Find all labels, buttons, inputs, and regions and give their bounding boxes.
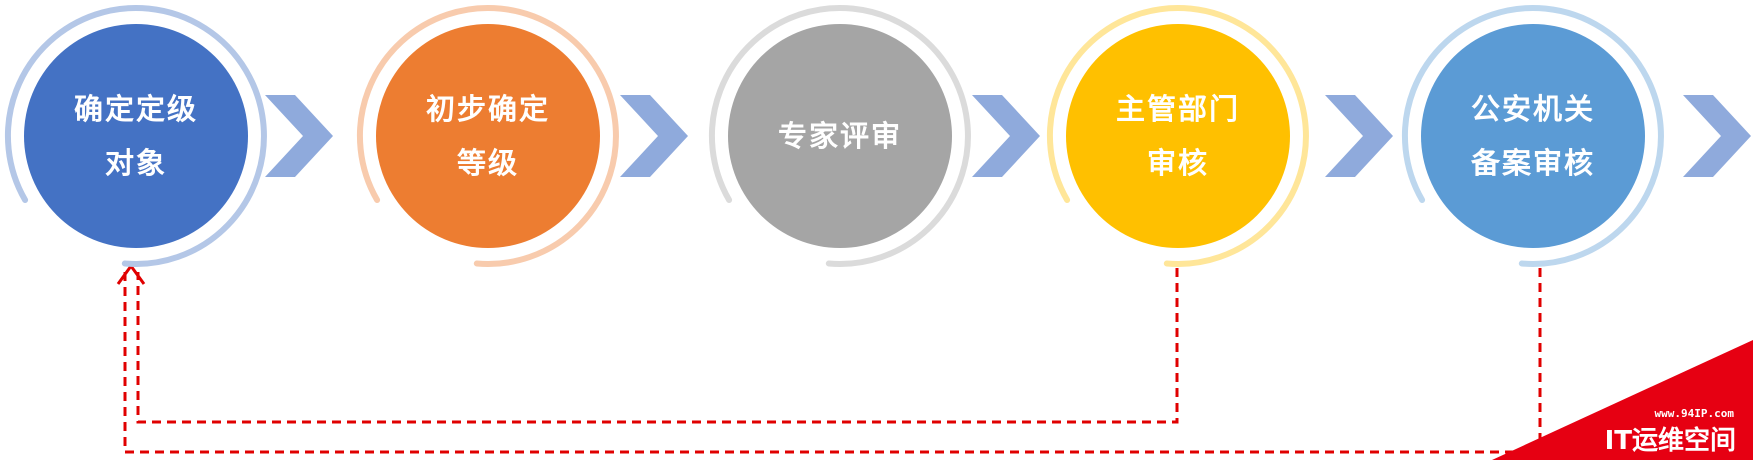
step-circle (728, 24, 952, 248)
chevron-arrows (265, 95, 1751, 177)
feedback-line-from-step-5 (123, 268, 1542, 454)
step-label-line-2: 对象 (105, 146, 167, 180)
step-ring (1046, 5, 1309, 267)
feedback-arrowhead-icon (116, 263, 146, 285)
step-ring (708, 5, 971, 267)
chevron-arrow-icon (620, 95, 688, 177)
process-step-3: 专家评审 (708, 5, 971, 267)
watermark-url: www.94IP.com (1655, 407, 1735, 420)
step-circle (376, 24, 600, 248)
feedback-line-from-step-4 (136, 268, 1179, 424)
step-label-line-1: 确定定级 (74, 92, 198, 126)
chevron-arrow-icon (1683, 95, 1751, 177)
step-circle (1421, 24, 1645, 248)
step-ring (356, 5, 619, 267)
watermark-name: IT运维空间 (1605, 425, 1736, 456)
step-label-line-1: 主管部门 (1116, 92, 1240, 126)
step-label-line-2: 审核 (1147, 146, 1209, 180)
chevron-arrow-icon (972, 95, 1040, 177)
step-label-line-1: 专家评审 (778, 119, 902, 153)
step-label-line-2: 备案审核 (1470, 146, 1595, 180)
step-label-line-2: 等级 (457, 146, 519, 180)
step-circle (1066, 24, 1290, 248)
step-label-line-1: 初步确定 (426, 92, 550, 126)
step-circle (24, 24, 248, 248)
step-ring (1401, 5, 1664, 267)
step-label-line-1: 公安机关 (1471, 92, 1595, 126)
watermark-corner-badge (1492, 340, 1753, 460)
feedback-loops (116, 263, 1542, 454)
chevron-arrow-icon (265, 95, 333, 177)
watermark: www.94IP.com IT运维空间 (1492, 340, 1753, 460)
chevron-arrow-icon (1325, 95, 1393, 177)
step-ring (4, 5, 267, 267)
